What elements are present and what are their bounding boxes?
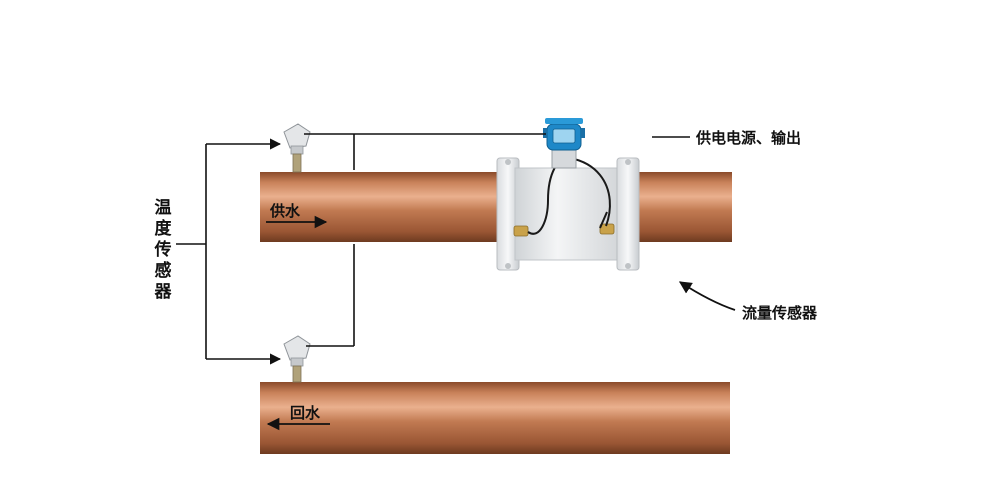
supply-pipe	[260, 172, 732, 242]
return-water-label: 回水	[290, 404, 321, 422]
flowmeter-body	[496, 157, 640, 271]
power-output-label: 供电电源、输出	[696, 129, 802, 147]
return-pipe	[260, 382, 730, 454]
wiring	[176, 133, 690, 365]
flow-sensor-pointer	[678, 281, 736, 311]
transmitter-head	[543, 118, 585, 169]
temperature-sensor-top	[283, 123, 311, 173]
temperature-sensor-label: 温度传感器	[154, 198, 172, 302]
temperature-sensor-bottom	[283, 335, 311, 383]
supply-water-label: 供水	[270, 202, 301, 220]
flow-sensor-label: 流量传感器	[742, 304, 818, 322]
